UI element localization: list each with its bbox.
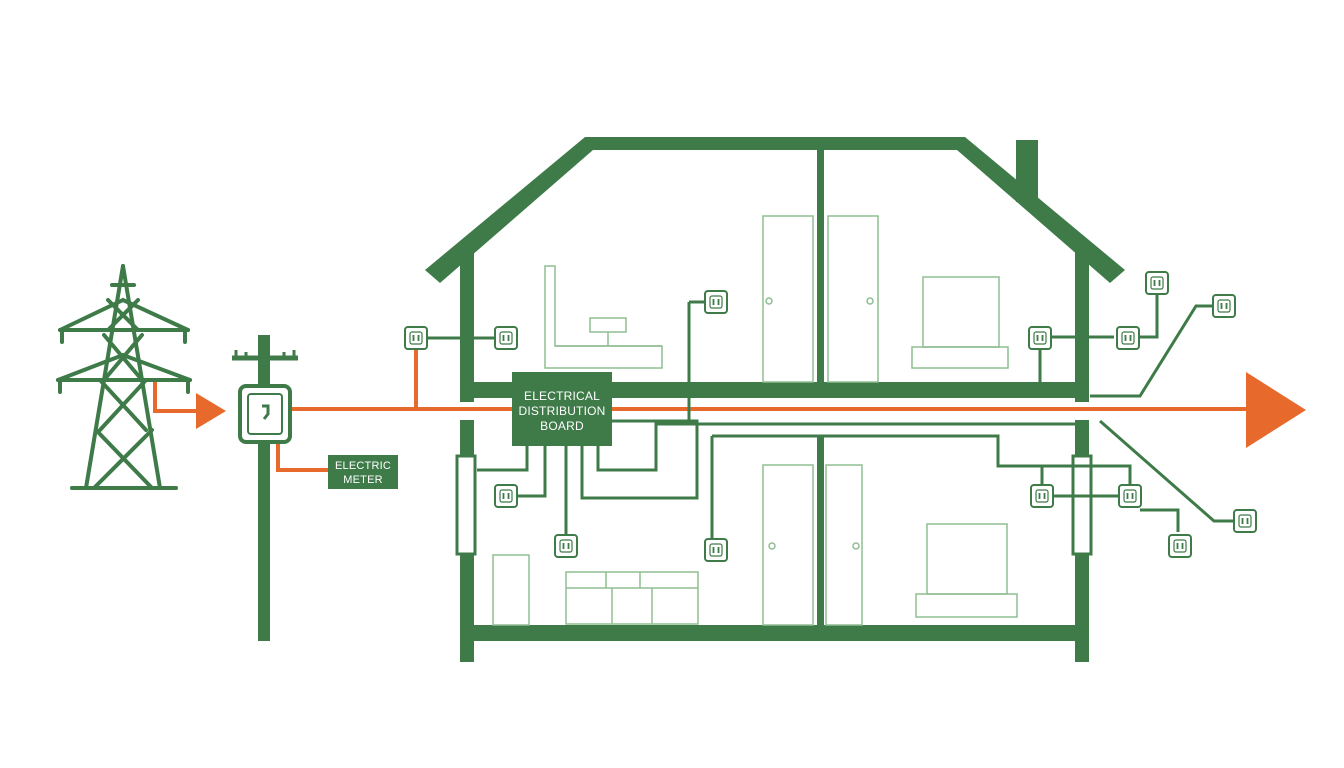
wall-outlet-icon <box>494 484 518 508</box>
wall-outlet-icon <box>1168 534 1192 558</box>
ground-floor <box>460 625 1089 641</box>
middle-floor <box>460 382 1089 398</box>
door-icon <box>825 464 863 626</box>
chimney <box>1016 140 1038 202</box>
utility-pole-icon <box>232 335 298 641</box>
door-icon <box>827 215 879 383</box>
tower-feed-line <box>153 380 198 413</box>
transmission-tower-icon <box>56 264 192 490</box>
divider-lower <box>817 436 824 625</box>
bed-icon <box>915 523 1018 618</box>
wall-outlet-icon <box>704 538 728 562</box>
meter-label-line-2: METER <box>343 474 383 486</box>
window-right <box>1071 454 1093 556</box>
electrical-distribution-board: ELECTRICAL DISTRIBUTION BOARD <box>512 372 612 446</box>
wall-outlet-icon <box>494 326 518 350</box>
wall-outlet-icon <box>1030 484 1054 508</box>
wall-outlet-icon <box>704 290 728 314</box>
interior <box>492 215 1018 626</box>
house <box>425 137 1125 662</box>
meter-to-label-line <box>276 442 328 472</box>
board-label-line-1: ELECTRICAL <box>524 389 600 403</box>
wall-outlet-icon <box>1145 271 1169 295</box>
electric-meter-label: ELECTRIC METER <box>328 455 398 489</box>
wall-outlet-icon <box>554 534 578 558</box>
cabinet-icon <box>492 554 530 626</box>
outlets <box>404 271 1257 562</box>
power-flow-arrow-icon <box>1246 372 1306 448</box>
bed-icon <box>544 265 663 369</box>
right-wall-upper <box>1075 252 1089 402</box>
window-left <box>455 454 477 556</box>
wall-outlet-icon <box>1233 509 1257 533</box>
bed-icon <box>911 276 1009 369</box>
sideboard-icon <box>565 571 699 625</box>
divider-upper <box>817 150 824 382</box>
wall-outlet-icon <box>1028 326 1052 350</box>
electric-meter-icon <box>238 384 292 444</box>
door-icon <box>762 215 814 383</box>
board-label-line-3: BOARD <box>540 419 584 433</box>
wall-outlet-icon <box>1212 294 1236 318</box>
wall-outlet-icon <box>1118 484 1142 508</box>
power-flow <box>153 350 1252 472</box>
board-label-line-2: DISTRIBUTION <box>518 404 605 418</box>
circuit-wiring <box>428 293 1233 538</box>
tower-arrow-icon <box>196 393 226 429</box>
wall-outlet-icon <box>1116 326 1140 350</box>
door-icon <box>762 464 814 626</box>
left-wall-upper <box>460 252 474 402</box>
meter-label-line-1: ELECTRIC <box>335 460 391 472</box>
wall-outlet-icon <box>404 326 428 350</box>
